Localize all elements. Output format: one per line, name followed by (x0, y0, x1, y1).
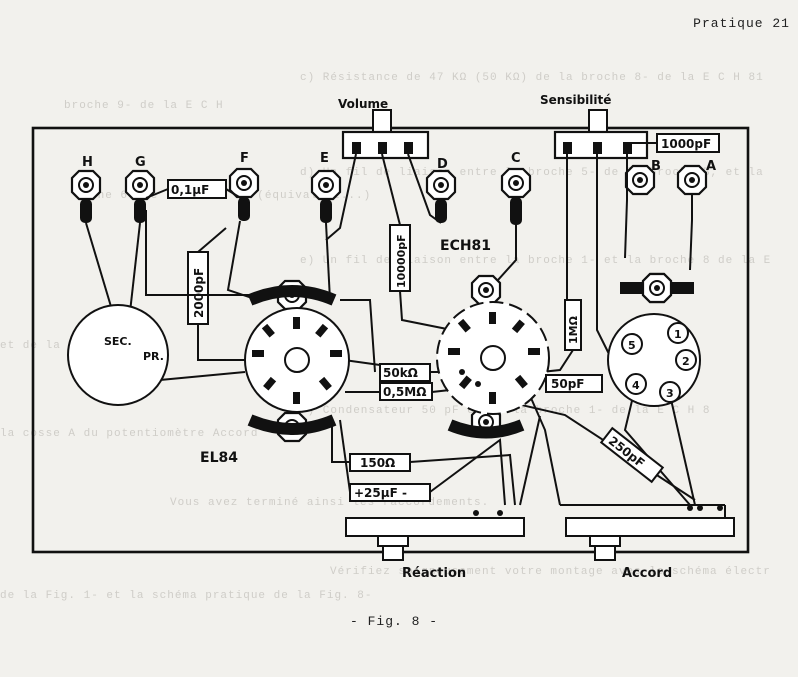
terminal-b: B (624, 159, 661, 196)
volume-potentiometer: Volume (338, 97, 430, 160)
el84-tube-socket: EL84 (200, 279, 350, 466)
svg-text:3: 3 (666, 387, 674, 400)
capacitor-10000pf: 10000pF (389, 224, 411, 292)
terminal-d: D (425, 157, 457, 223)
svg-text:5: 5 (628, 339, 636, 352)
bleed-text-10: Vérifiez soigneusement votre montage ave… (330, 566, 771, 578)
coil-socket: 1 2 3 4 5 (607, 272, 701, 407)
ech81-tube-socket: ECH81 (436, 238, 550, 439)
svg-text:0,5MΩ: 0,5MΩ (383, 385, 426, 399)
svg-text:50kΩ: 50kΩ (383, 366, 418, 380)
sensibilite-label: Sensibilité (540, 93, 611, 107)
bleed-text-1: c) Résistance de 47 KΩ (50 KΩ) de la bro… (300, 72, 764, 84)
svg-text:2: 2 (682, 355, 690, 368)
svg-text:A: A (706, 159, 716, 174)
solder-joints (459, 369, 723, 516)
terminal-f: F (228, 151, 260, 221)
resistor-0-5mohm: 0,5MΩ (379, 382, 433, 401)
terminal-e: E (310, 151, 342, 223)
svg-text:E: E (320, 151, 329, 166)
page-header: Pratique 21 (693, 16, 790, 31)
resistor-150ohm: 150Ω (349, 453, 411, 472)
bleed-text-2: broche 9- de la E C H (64, 100, 224, 112)
svg-text:150Ω: 150Ω (360, 456, 395, 470)
svg-text:B: B (651, 159, 661, 174)
terminal-c: C (500, 151, 532, 225)
el84-label: EL84 (200, 450, 238, 466)
bleed-text-5: e) Un fil de liaison entre la broche 1- … (300, 255, 772, 267)
terminal-a: A (676, 159, 716, 196)
capacitor-2000pf: 2000pF (187, 251, 209, 325)
output-transformer: SEC. PR. (67, 304, 169, 406)
svg-text:4: 4 (632, 379, 640, 392)
svg-text:G: G (135, 155, 146, 170)
svg-text:0,1μF: 0,1μF (171, 183, 209, 197)
figure-caption: - Fig. 8 - (350, 614, 439, 629)
svg-text:F: F (240, 151, 249, 166)
svg-text:H: H (82, 155, 93, 170)
svg-text:C: C (511, 151, 521, 166)
terminal-h: H (70, 155, 102, 223)
sensibilite-potentiometer: Sensibilité (540, 93, 649, 160)
svg-text:2000pF: 2000pF (192, 268, 206, 318)
svg-text:50pF: 50pF (551, 377, 585, 391)
svg-text:1MΩ: 1MΩ (567, 315, 580, 344)
bleed-text-8: la cosse A du potentiomètre Accord (0, 428, 259, 440)
svg-text:10000pF: 10000pF (395, 234, 408, 288)
transformer-sec-label: SEC. (104, 335, 132, 348)
resistor-1mohm: 1MΩ (564, 299, 582, 351)
capacitor-50pf: 50pF (545, 374, 603, 393)
resistor-50kohm: 50kΩ (379, 363, 431, 382)
svg-text:+25μF -: +25μF - (354, 486, 407, 500)
capacitor-25uf: +25μF - (349, 483, 431, 502)
svg-text:1: 1 (674, 328, 682, 341)
transformer-pr-label: PR. (143, 350, 164, 363)
volume-label: Volume (338, 97, 388, 111)
accord-label: Accord (622, 566, 672, 581)
terminal-g: G (124, 155, 156, 223)
reaction-label: Réaction (402, 566, 466, 581)
bleed-text-11: de la Fig. 1- et la schéma pratique de l… (0, 590, 373, 602)
ech81-label: ECH81 (440, 238, 491, 254)
label-1000pf: 1000pF (661, 137, 711, 151)
capacitor-250pf: 250pF (599, 426, 665, 484)
accord-capacitor: Accord (565, 517, 735, 581)
reaction-capacitor: Réaction (345, 517, 525, 581)
svg-text:D: D (437, 157, 448, 172)
